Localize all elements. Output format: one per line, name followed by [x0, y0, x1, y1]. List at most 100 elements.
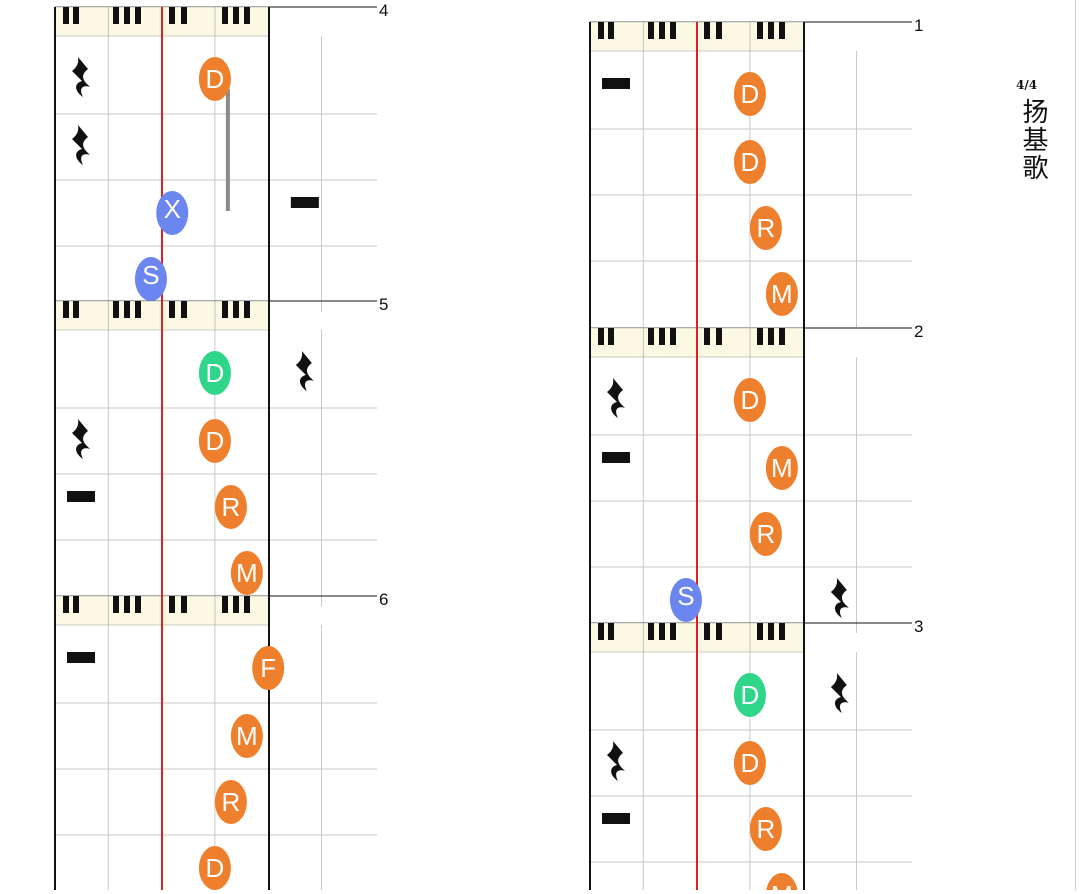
time-signature: 4/4 — [1016, 78, 1038, 92]
black-key — [757, 623, 763, 640]
note-label: R — [756, 213, 775, 243]
measure-number: 4 — [379, 1, 388, 20]
black-key — [233, 7, 239, 24]
black-key — [608, 328, 614, 345]
note-head — [214, 485, 247, 529]
black-key — [113, 596, 119, 613]
rest-quarter-icon — [72, 419, 90, 459]
black-key — [648, 328, 654, 345]
rest-half-icon — [602, 78, 630, 89]
black-key — [63, 301, 69, 318]
song-title: 扬基歌 — [1018, 98, 1048, 182]
black-key — [716, 22, 722, 39]
note-label: M — [771, 880, 793, 890]
rest-quarter-icon — [295, 351, 314, 391]
rest-quarter-icon — [607, 378, 625, 418]
black-key — [648, 22, 654, 39]
black-key — [135, 7, 141, 24]
rest-half-icon — [602, 452, 630, 463]
rest-quarter-icon — [607, 741, 625, 781]
note-head — [156, 191, 189, 235]
note-label: X — [164, 194, 181, 224]
black-key — [222, 7, 228, 24]
note-head — [749, 512, 782, 556]
note-label: M — [236, 721, 258, 751]
black-key — [169, 301, 175, 318]
black-key — [659, 22, 665, 39]
note-head — [733, 72, 766, 116]
note-head — [733, 741, 766, 785]
black-key — [704, 22, 710, 39]
black-key — [169, 7, 175, 24]
black-key — [73, 301, 79, 318]
black-key — [113, 301, 119, 318]
note-head — [749, 206, 782, 250]
measure-number: 6 — [379, 590, 388, 609]
note-label: R — [221, 492, 240, 522]
note-label: R — [756, 519, 775, 549]
note-head — [733, 673, 766, 717]
black-key — [233, 596, 239, 613]
black-key — [181, 301, 187, 318]
rest-quarter-icon — [72, 57, 90, 97]
note-head — [230, 551, 263, 595]
black-key — [768, 328, 774, 345]
measure-number: 5 — [379, 295, 388, 314]
black-key — [779, 328, 785, 345]
measure-number: 1 — [914, 16, 923, 35]
note-label: D — [206, 426, 225, 456]
note-head — [134, 257, 167, 301]
black-key — [63, 7, 69, 24]
black-key — [135, 301, 141, 318]
note-label: S — [142, 260, 159, 290]
note-label: D — [741, 680, 760, 710]
note-head — [733, 378, 766, 422]
black-key — [73, 596, 79, 613]
black-key — [244, 7, 250, 24]
black-key — [659, 623, 665, 640]
note-label: R — [221, 787, 240, 817]
black-key — [244, 596, 250, 613]
black-key — [181, 7, 187, 24]
note-head — [198, 846, 231, 890]
note-head — [230, 714, 263, 758]
note-head — [749, 807, 782, 851]
black-key — [670, 623, 676, 640]
note-head — [198, 419, 231, 463]
black-key — [73, 7, 79, 24]
note-label: S — [677, 581, 694, 611]
note-head — [198, 351, 231, 395]
note-head — [765, 446, 798, 490]
measure-number: 2 — [914, 322, 923, 341]
note-head — [214, 780, 247, 824]
black-key — [648, 623, 654, 640]
black-key — [704, 623, 710, 640]
note-label: D — [206, 64, 225, 94]
black-key — [716, 623, 722, 640]
black-key — [135, 596, 141, 613]
rest-half-icon — [67, 491, 95, 502]
black-key — [181, 596, 187, 613]
note-label: D — [206, 358, 225, 388]
black-key — [768, 22, 774, 39]
note-head — [733, 140, 766, 184]
rest-half-icon — [290, 197, 319, 208]
note-label: R — [756, 814, 775, 844]
note-head — [765, 873, 798, 894]
black-key — [757, 328, 763, 345]
black-key — [670, 22, 676, 39]
black-key — [169, 596, 175, 613]
black-key — [716, 328, 722, 345]
black-key — [124, 596, 130, 613]
black-key — [779, 22, 785, 39]
note-head — [669, 578, 702, 622]
black-key — [222, 301, 228, 318]
black-key — [113, 7, 119, 24]
black-key — [63, 596, 69, 613]
black-key — [124, 301, 130, 318]
note-label: D — [206, 853, 225, 883]
note-label: D — [741, 385, 760, 415]
black-key — [244, 301, 250, 318]
black-key — [233, 301, 239, 318]
